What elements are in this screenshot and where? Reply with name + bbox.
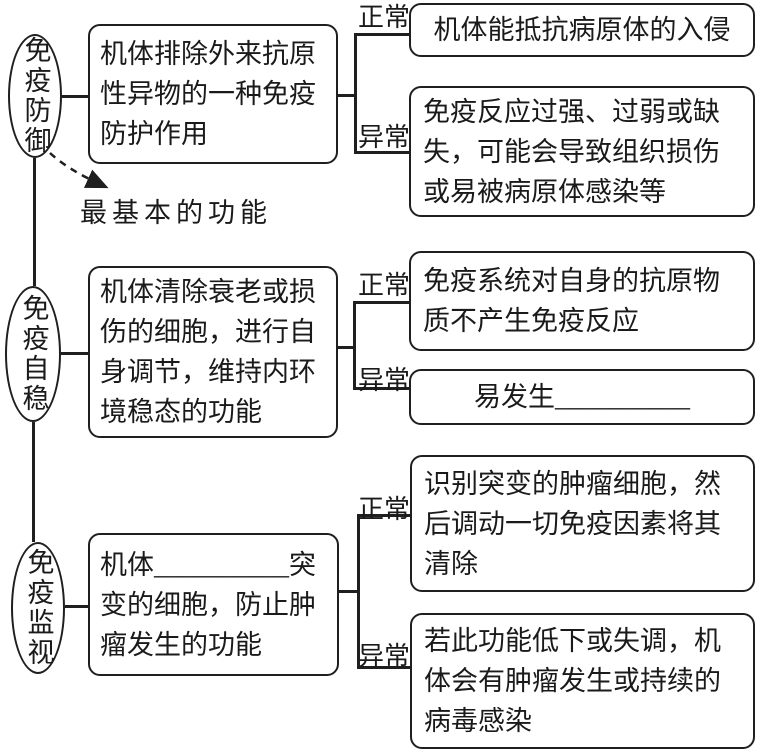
homeostasis-normal-result-text: 免疫系统对自身的抗原物质不产生免疫反应	[423, 266, 720, 336]
surveillance-abnormal-result-box: 若此功能低下或失调，机体会有肿瘤发生或持续的病毒感染	[410, 613, 755, 749]
connector-line	[32, 422, 35, 542]
connector-line	[339, 590, 359, 593]
oval-immune-homeostasis: 免疫自稳	[5, 286, 61, 422]
homeostasis-normal-label: 正常	[358, 271, 411, 300]
connector-line	[338, 94, 356, 97]
oval-immune-defense: 免疫防御	[8, 34, 62, 158]
homeostasis-description-text: 机体清除衰老或损伤的细胞，进行自身调节，维持内环境稳态的功能	[100, 277, 316, 427]
oval-immune-surveillance: 免疫监视	[11, 542, 65, 674]
connector-line	[61, 352, 88, 355]
homeostasis-description-box: 机体清除衰老或损伤的细胞，进行自身调节，维持内环境稳态的功能	[88, 266, 338, 438]
homeostasis-abnormal-result-box: 易发生__________	[409, 369, 755, 425]
homeostasis-abnormal-result-text: 易发生__________	[474, 382, 690, 412]
connector-line	[353, 301, 412, 304]
connector-line	[33, 158, 36, 286]
homeostasis-abnormal-label: 异常	[358, 366, 411, 395]
branch-bracket-line	[353, 301, 356, 390]
surveillance-abnormal-label: 异常	[358, 642, 411, 671]
surveillance-normal-result-box: 识别突变的肿瘤细胞，然后调动一切免疫因素将其清除	[410, 455, 755, 592]
oval-immune-homeostasis-label: 免疫自稳	[18, 294, 49, 414]
defense-abnormal-label: 异常	[358, 123, 411, 152]
defense-abnormal-result-box: 免疫反应过强、过弱或缺失，可能会导致组织损伤或易被病原体感染等	[409, 86, 755, 217]
defense-description-box: 机体排除外来抗原性异物的一种免疫防护作用	[88, 24, 338, 164]
annotation-basic-function: 最基本的功能	[80, 198, 272, 228]
branch-bracket-line	[357, 514, 360, 669]
connector-line	[354, 33, 412, 36]
defense-abnormal-result-text: 免疫反应过强、过弱或缺失，可能会导致组织损伤或易被病原体感染等	[423, 96, 720, 207]
defense-normal-result-box: 机体能抵抗病原体的入侵	[409, 3, 755, 57]
surveillance-description-box: 机体__________突变的细胞，防止肿瘤发生的功能	[88, 533, 339, 676]
surveillance-normal-result-text: 识别突变的肿瘤细胞，然后调动一切免疫因素将其清除	[424, 468, 721, 579]
surveillance-normal-label: 正常	[358, 495, 411, 524]
surveillance-description-text: 机体__________突变的细胞，防止肿瘤发生的功能	[100, 549, 316, 660]
connector-line	[354, 151, 412, 154]
branch-bracket-line	[354, 33, 357, 154]
oval-immune-defense-label: 免疫防御	[20, 36, 51, 156]
connector-line	[62, 95, 88, 98]
defense-normal-result-text: 机体能抵抗病原体的入侵	[433, 15, 731, 45]
homeostasis-normal-result-box: 免疫系统对自身的抗原物质不产生免疫反应	[409, 251, 755, 351]
dashed-arrow	[49, 152, 109, 189]
defense-normal-label: 正常	[358, 3, 411, 32]
oval-immune-surveillance-label: 免疫监视	[23, 548, 54, 668]
connector-line	[338, 346, 355, 349]
connector-line	[357, 666, 413, 669]
defense-description-text: 机体排除外来抗原性异物的一种免疫防护作用	[100, 39, 316, 149]
connector-line	[65, 605, 88, 608]
connector-line	[357, 514, 413, 517]
connector-line	[353, 387, 412, 390]
surveillance-abnormal-result-text: 若此功能低下或失调，机体会有肿瘤发生或持续的病毒感染	[424, 626, 721, 736]
